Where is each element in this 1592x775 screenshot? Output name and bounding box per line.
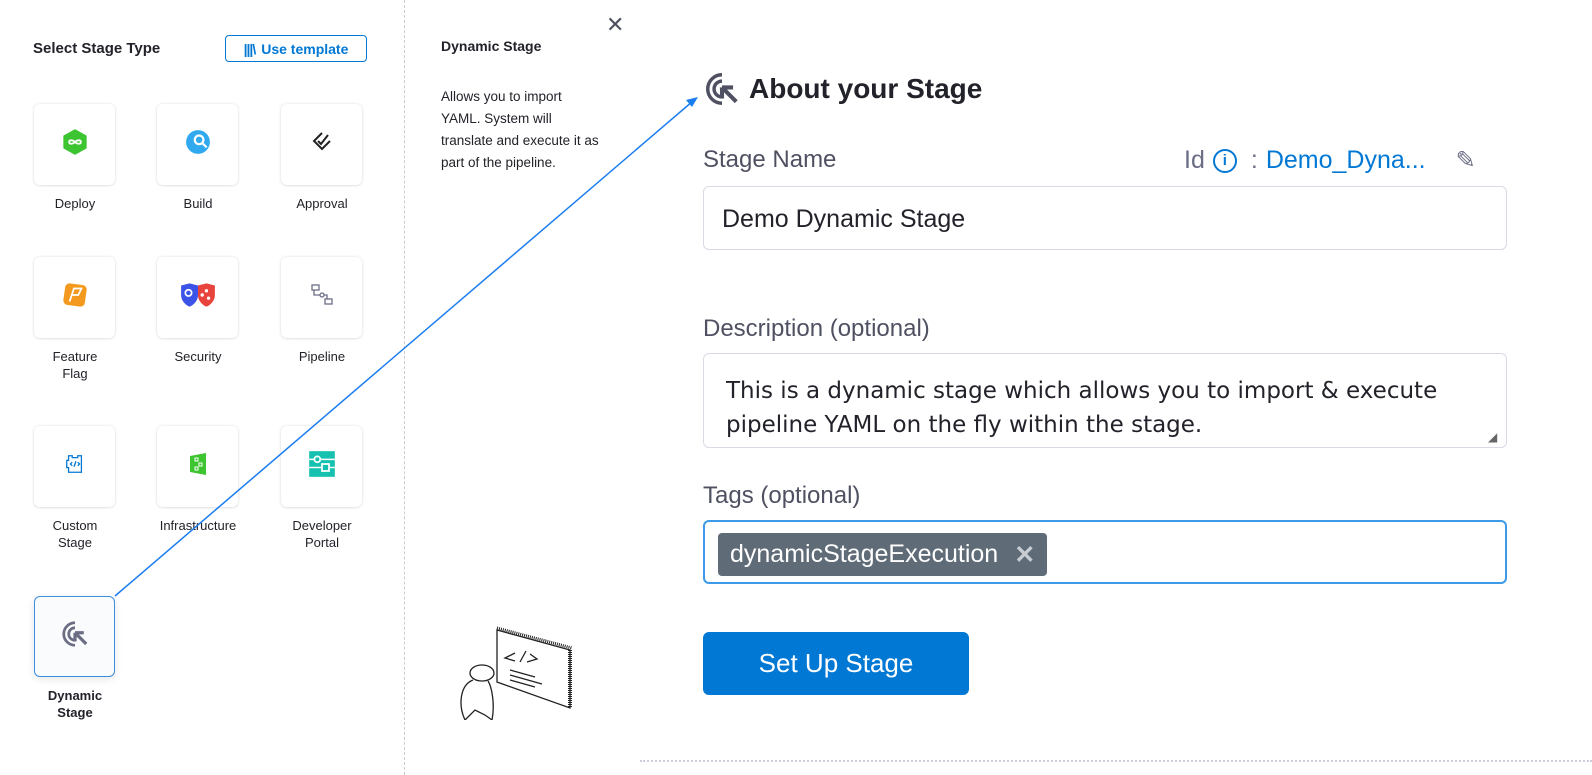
stage-card-pipeline[interactable] bbox=[281, 257, 362, 338]
panel-title: Select Stage Type bbox=[33, 40, 161, 57]
stage-id: Id i : Demo_Dyna... ✎ bbox=[1184, 146, 1476, 174]
info-description: Allows you to import YAML. System will t… bbox=[441, 89, 599, 170]
infrastructure-icon bbox=[188, 452, 208, 481]
stage-card-approval[interactable] bbox=[281, 104, 362, 185]
stage-card-label: Deploy bbox=[54, 196, 96, 211]
tags-label: Tags (optional) bbox=[703, 482, 861, 509]
edit-pencil-icon[interactable]: ✎ bbox=[1455, 147, 1476, 174]
stage-card-label: Build bbox=[183, 196, 213, 211]
template-library-icon: |||\ bbox=[243, 40, 257, 57]
security-icon bbox=[179, 282, 217, 313]
illustration-person-board-icon bbox=[460, 626, 573, 720]
bottom-border bbox=[640, 760, 1592, 762]
close-icon[interactable]: ✕ bbox=[606, 12, 625, 37]
stage-card-label: Pipeline bbox=[298, 349, 346, 364]
pipeline-icon bbox=[310, 283, 334, 312]
form-heading: About your Stage bbox=[703, 70, 982, 108]
feature-flag-icon bbox=[62, 282, 88, 313]
tags-input[interactable]: dynamicStageExecution ✕ bbox=[703, 520, 1507, 584]
stage-card-feature-flag[interactable] bbox=[34, 257, 115, 338]
stage-card-custom-stage[interactable] bbox=[34, 426, 115, 507]
stage-card-security[interactable] bbox=[157, 257, 238, 338]
stage-card-label: Feature Flag bbox=[52, 349, 98, 381]
approval-icon bbox=[310, 130, 334, 159]
stage-card-label: Security bbox=[174, 349, 222, 364]
stage-card-developer-portal[interactable] bbox=[281, 426, 362, 507]
description-textarea[interactable]: This is a dynamic stage which allows you… bbox=[703, 353, 1507, 448]
remove-tag-icon[interactable]: ✕ bbox=[1014, 540, 1036, 569]
divider bbox=[404, 0, 405, 775]
deploy-icon bbox=[61, 128, 89, 161]
developer-portal-icon bbox=[308, 450, 336, 483]
stage-name-input[interactable]: Demo Dynamic Stage bbox=[703, 186, 1507, 250]
stage-card-label: Approval bbox=[296, 196, 348, 211]
dynamic-stage-icon bbox=[706, 73, 738, 105]
stage-card-label: Developer Portal bbox=[292, 518, 352, 550]
stage-card-label: Custom Stage bbox=[52, 518, 98, 550]
resize-handle-icon[interactable]: ◢ bbox=[1488, 430, 1498, 444]
description-label: Description (optional) bbox=[703, 315, 930, 342]
stage-name-label: Stage Name bbox=[703, 146, 837, 173]
stage-card-deploy[interactable] bbox=[34, 104, 115, 185]
info-icon[interactable]: i bbox=[1212, 148, 1237, 173]
stage-card-label: Infrastructure bbox=[159, 518, 237, 533]
stage-card-infrastructure[interactable] bbox=[157, 426, 238, 507]
info-title: Dynamic Stage bbox=[441, 38, 542, 54]
set-up-stage-button[interactable]: Set Up Stage bbox=[703, 632, 969, 695]
tag-chip: dynamicStageExecution ✕ bbox=[718, 533, 1048, 576]
build-icon bbox=[185, 129, 211, 160]
custom-stage-icon bbox=[64, 453, 86, 480]
stage-card-build[interactable] bbox=[157, 104, 238, 185]
stage-card-dynamic-stage[interactable] bbox=[34, 596, 115, 677]
use-template-button[interactable]: |||\ Use template bbox=[225, 35, 367, 62]
stage-card-label: Dynamic Stage bbox=[47, 688, 103, 720]
dynamic-stage-icon bbox=[60, 619, 90, 654]
